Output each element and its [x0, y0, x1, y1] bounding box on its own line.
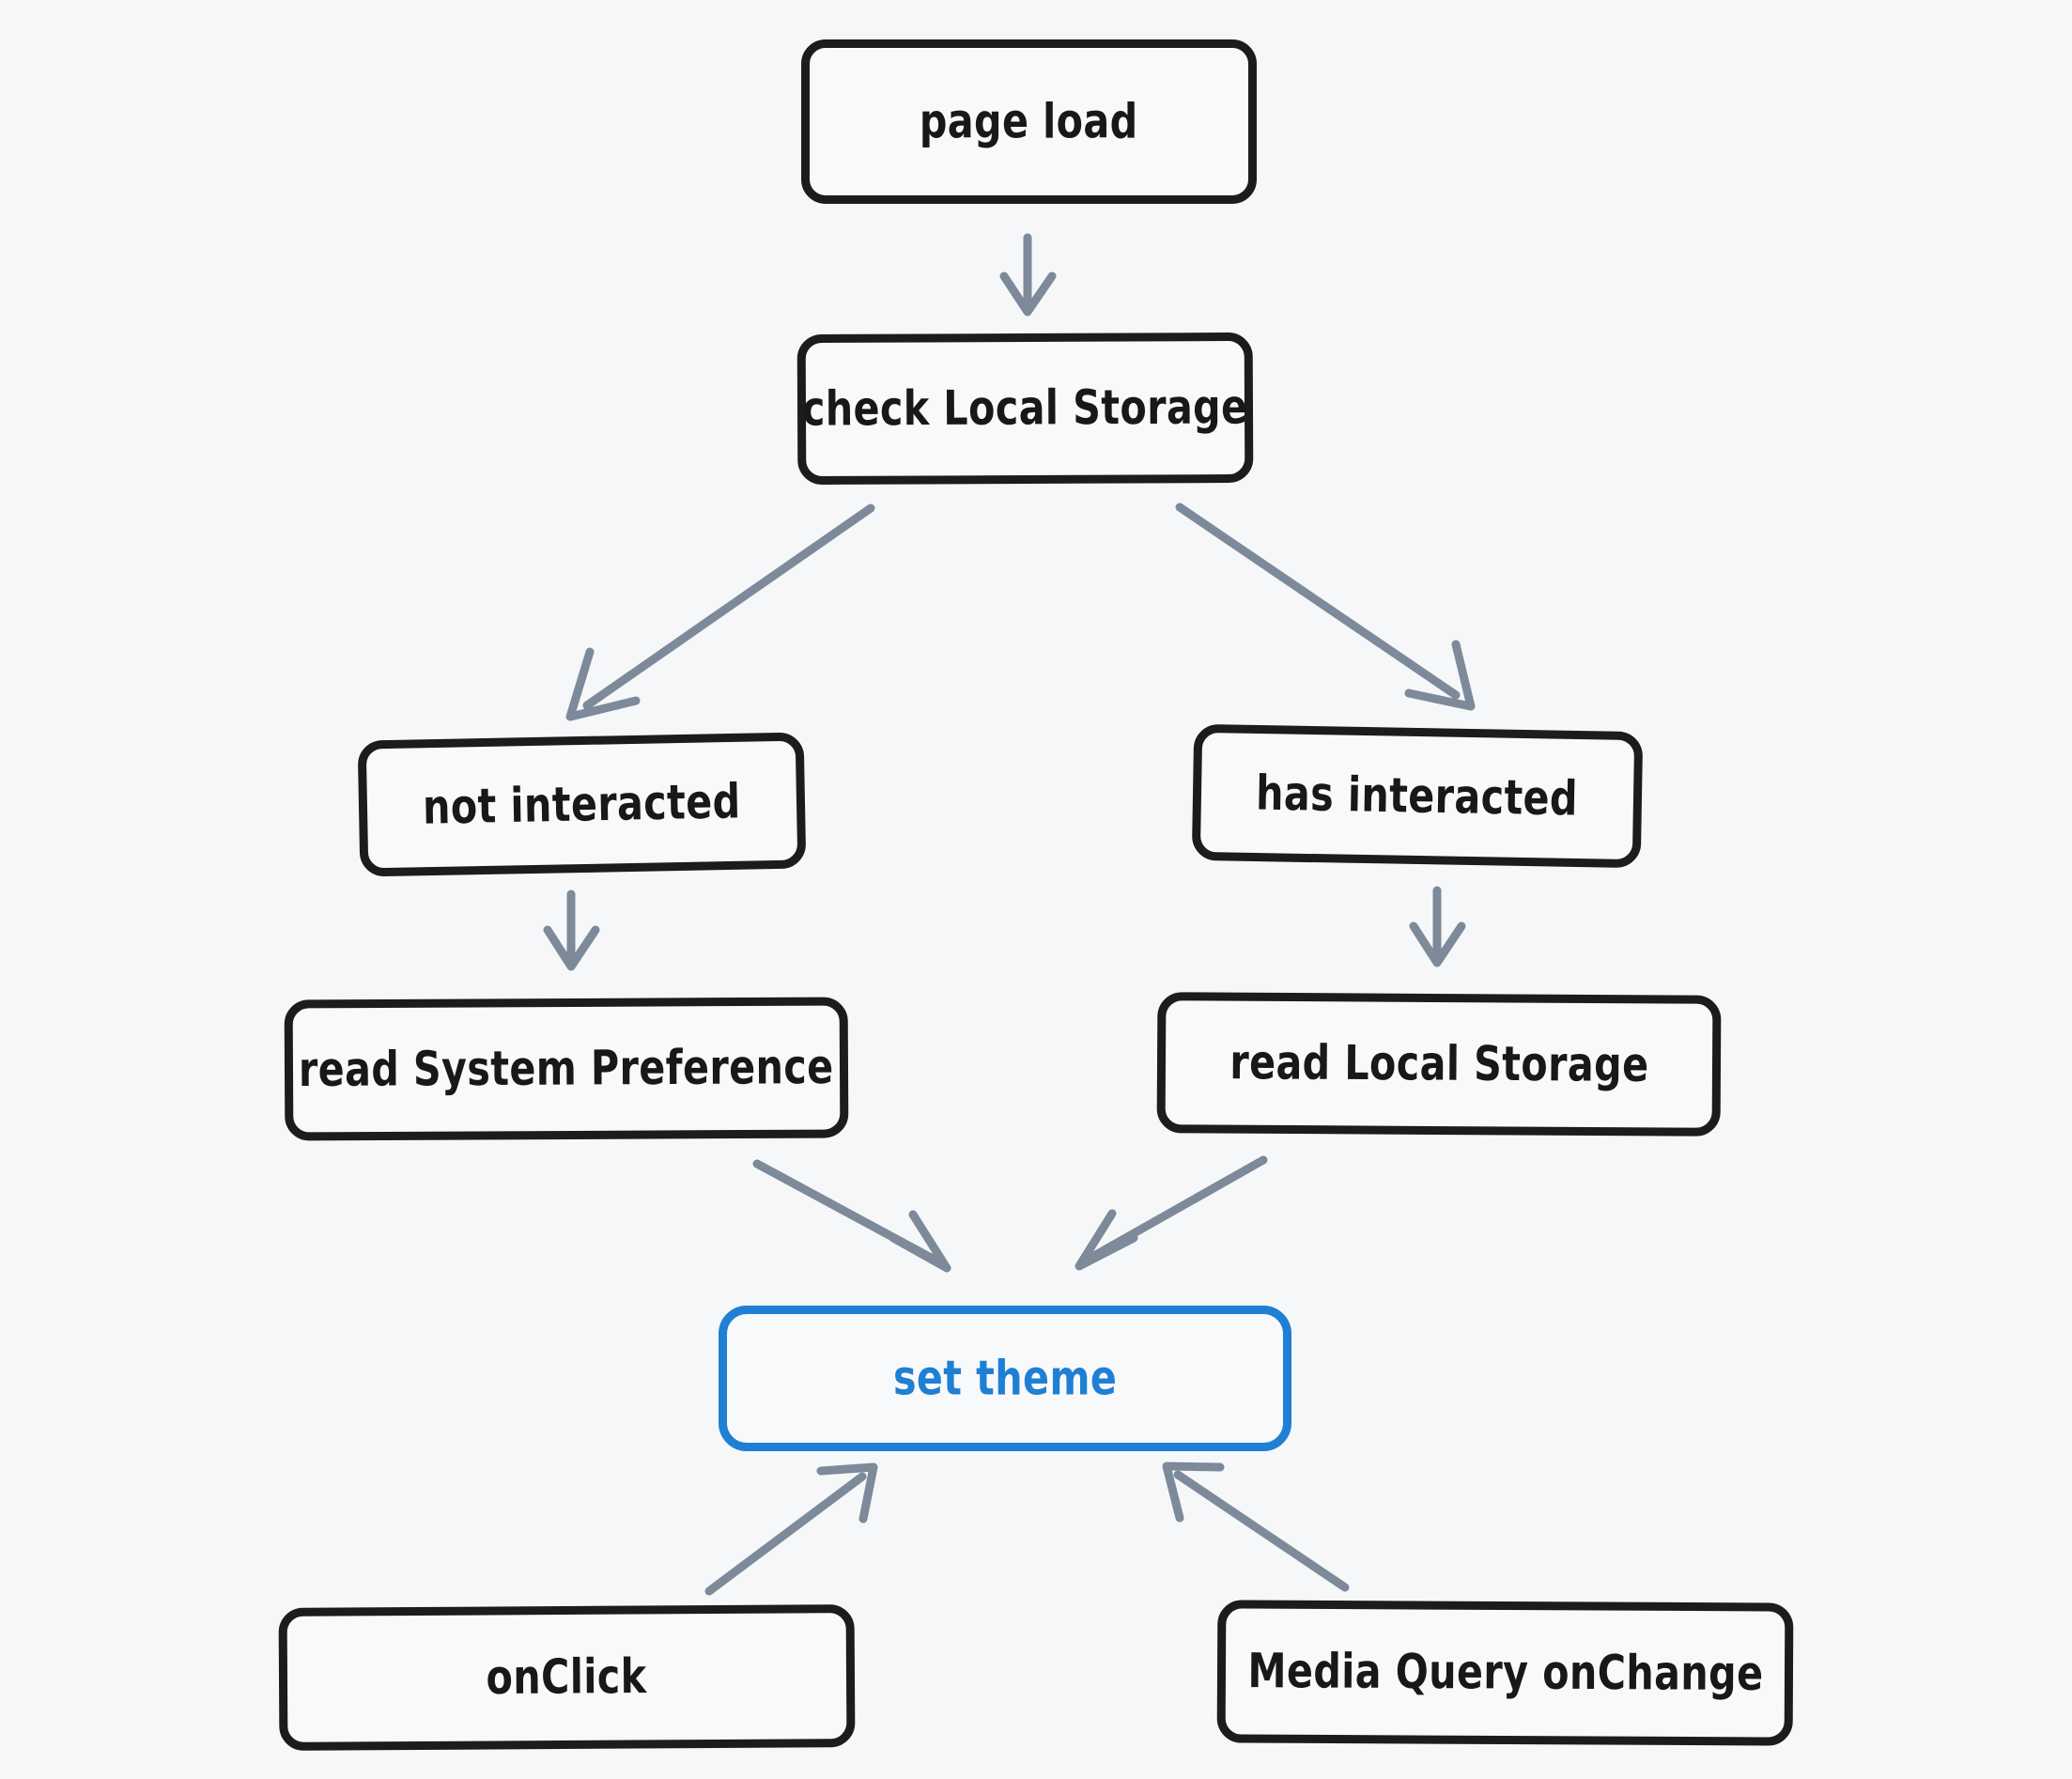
node-read-local-storage-label: read Local Storage: [1229, 1035, 1649, 1093]
node-check-local-storage-label: check Local Storage: [802, 379, 1248, 438]
node-read-system-preference[interactable]: read System Preference: [284, 997, 849, 1141]
node-has-interacted[interactable]: has interacted: [1191, 723, 1644, 869]
edge-page-load-to-check-storage: [999, 233, 1057, 317]
node-read-local-storage[interactable]: read Local Storage: [1156, 992, 1722, 1137]
edge-not-interacted-to-read-system: [543, 890, 600, 971]
node-check-local-storage[interactable]: check Local Storage: [796, 332, 1254, 486]
edge-media-query-to-set-theme: [1162, 1462, 1350, 1592]
edge-read-system-to-set-theme: [752, 1159, 951, 1273]
edge-onclick-to-set-theme: [704, 1462, 878, 1596]
edge-check-storage-to-has-interacted: [1175, 503, 1476, 711]
node-onclick-label: onClick: [486, 1648, 648, 1707]
node-onclick[interactable]: onClick: [278, 1604, 856, 1751]
node-has-interacted-label: has interacted: [1256, 766, 1579, 827]
edge-check-storage-to-not-interacted: [565, 503, 875, 721]
node-page-load-label: page load: [920, 94, 1138, 149]
node-media-query-onchange-label: Media Query onChange: [1246, 1644, 1764, 1702]
node-page-load[interactable]: page load: [801, 39, 1257, 204]
node-not-interacted[interactable]: not interacted: [357, 732, 807, 877]
edge-has-interacted-to-read-storage: [1409, 886, 1466, 967]
node-set-theme-label: set theme: [892, 1351, 1118, 1406]
node-read-system-preference-label: read System Preference: [299, 1040, 835, 1098]
node-set-theme[interactable]: set theme: [719, 1306, 1291, 1451]
node-not-interacted-label: not interacted: [422, 773, 742, 836]
node-media-query-onchange[interactable]: Media Query onChange: [1216, 1600, 1794, 1746]
edge-read-storage-to-set-theme: [1075, 1155, 1268, 1271]
